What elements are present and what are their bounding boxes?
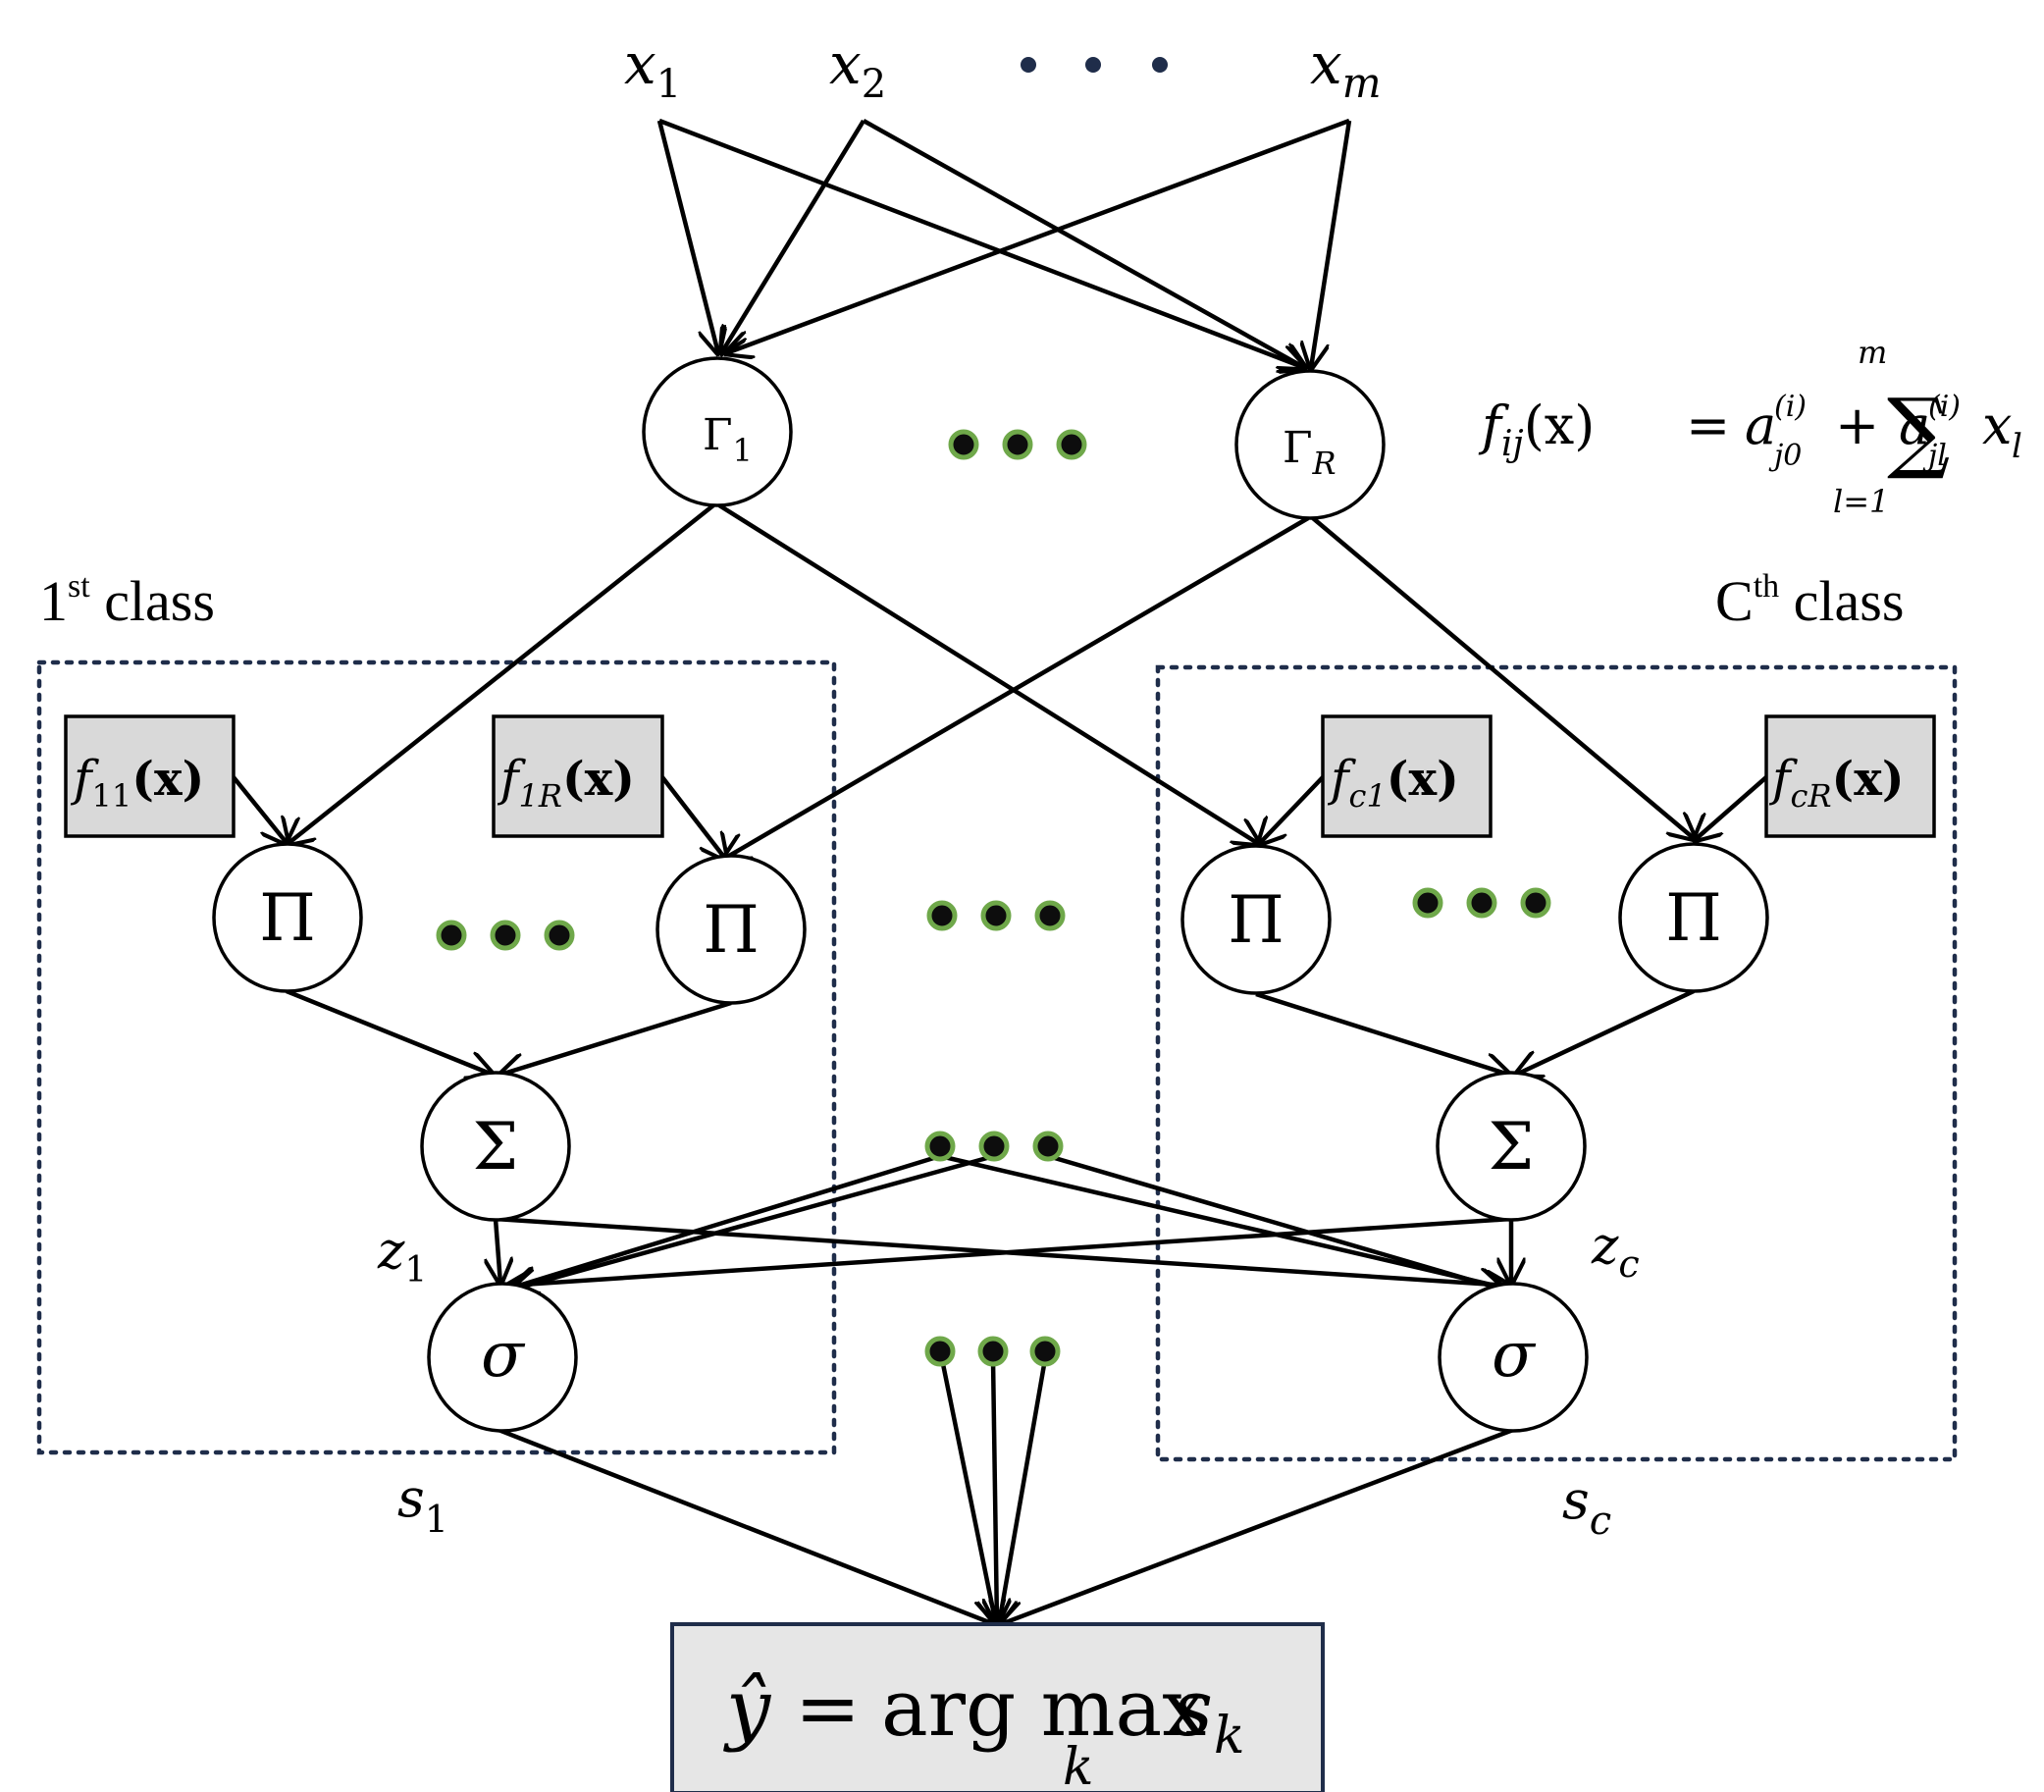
edge-prodc1-sumc [1255,991,1509,1075]
svg-text:fcR(x): fcR(x) [1768,750,1905,815]
zc-label: zc [1591,1217,1640,1286]
svg-text:Π: Π [1228,882,1284,958]
input-x1-label: x1 [624,30,681,107]
edge-middots-sigmac-a [939,1153,1503,1288]
svg-text:Π: Π [1665,880,1722,956]
edge-prod11-sum1 [286,988,493,1075]
sum-ellipsis-dots [924,1131,1064,1162]
svg-text:σ: σ [1492,1319,1537,1392]
formula-sum-top: m [1858,334,1887,371]
formula-x-sub: l [2012,427,2022,466]
svg-text:Σ: Σ [1489,1109,1535,1185]
edge-fc1-prod [1259,775,1325,844]
edge-sum1-sigma1 [496,1218,500,1284]
edges [232,118,1768,1624]
svg-text:f1R(x): f1R(x) [497,750,635,815]
output-s-sub: k [1214,1707,1245,1766]
z1-label: z1 [377,1222,427,1291]
formula-a0-sub: j0 [1768,439,1802,473]
s1-label: s1 [397,1467,448,1541]
rule-node-gamma1-label: Γ1 [703,410,753,469]
consequent-formula: fij(x) = a (i) j0 + ∑ m l=1 a (i) jl x l [1478,334,2022,520]
edge-dot2-output [993,1358,997,1624]
product-ellipsis-dots-last [1412,887,1551,919]
input-x2-label: x2 [829,30,886,107]
first-class-label: 1st class [39,568,215,633]
rule-node-gammaR-label: ΓR [1283,423,1336,482]
last-class-group-box [1155,664,1958,1462]
sigmoid-node-first: σ [427,1282,578,1433]
product-node-11: Π [212,842,363,993]
svg-text:Π: Π [703,892,760,968]
formula-sum-symbol: ∑ [1887,380,1950,483]
formula-lhs: fij(x) [1478,395,1595,464]
product-node-1R: Π [655,854,807,1005]
edge-x2-gamma1 [721,119,865,353]
edge-fcR-prod [1695,775,1768,840]
output-yhat: ŷ [723,1662,772,1754]
rule-ellipsis-dots [948,429,1087,460]
input-ellipsis-dots [1021,57,1168,73]
rule-node-gamma1: Γ1 [642,356,793,507]
sigmoid-ellipsis-dots [924,1336,1061,1367]
formula-equals: = [1686,395,1730,456]
edge-x2-gammaR [862,119,1305,368]
edge-middots-sigma1-a [512,1153,941,1288]
edge-gamma1-prodc1 [717,503,1259,844]
edge-gamma1-prod11 [288,503,715,844]
last-class-label: Cth class [1715,568,1904,633]
edge-xm-gammaR [1311,120,1352,368]
class-ellipsis-dots-middle [926,900,1066,931]
output-equals: = [795,1662,861,1754]
formula-al: a [1899,395,1930,456]
formula-sum-bottom: l=1 [1833,483,1889,520]
product-node-c1: Π [1180,844,1332,995]
output-s: s [1173,1662,1213,1754]
formula-x: x [1982,395,2012,456]
svg-text:fc1(x): fc1(x) [1327,750,1459,815]
edge-x1-gammaR [658,118,1305,368]
edge-sigma1-output [498,1427,994,1624]
edge-f11-prod [232,775,288,844]
edge-gammaR-prod1R [724,516,1310,859]
edge-dot3-output [999,1358,1048,1624]
sum-node-first: Σ [420,1071,571,1222]
formula-a0: a [1745,395,1776,456]
edge-gammaR-prodcR [1311,516,1695,839]
svg-text:f11(x): f11(x) [70,750,204,815]
formula-a0-sup: (i) [1774,390,1807,424]
output-box: ŷ = arg max s k k [670,1622,1325,1792]
svg-text:σ: σ [481,1319,526,1392]
edge-prodcR-sumc [1516,988,1695,1075]
input-xm-label: xm [1310,30,1382,107]
edge-xm-gamma1 [726,118,1350,353]
svg-text:Σ: Σ [473,1109,519,1185]
product-node-cR: Π [1618,842,1769,993]
edge-f1R-prod [660,775,726,860]
svg-text:Π: Π [259,880,316,956]
first-class-group-box [36,659,837,1455]
edge-prod1R-sum1 [500,1000,732,1075]
output-argmax: arg max [881,1662,1206,1754]
edge-dot1-output [939,1358,996,1624]
consequent-box-f11: f11(x) [64,714,236,838]
product-ellipsis-dots-first [436,920,575,951]
edge-middots-sigmac-b [1047,1153,1503,1290]
output-under-k: k [1063,1738,1094,1792]
sigmoid-node-last: σ [1438,1282,1589,1433]
formula-al-sup: (i) [1928,390,1961,424]
consequent-box-f1R: f1R(x) [492,714,664,838]
formula-plus: + [1835,395,1879,456]
edge-sigmac-output [1001,1427,1514,1624]
consequent-box-fc1: fc1(x) [1321,714,1493,838]
sum-node-last: Σ [1436,1071,1587,1222]
edge-x1-gamma1 [656,120,718,353]
rule-node-gammaR: ΓR [1234,369,1386,520]
consequent-box-fcR: fcR(x) [1764,714,1936,838]
edge-sumc-sigma1 [507,1216,1512,1286]
edge-middots-sigma1-b [512,1153,995,1290]
sc-label: sc [1562,1469,1611,1544]
